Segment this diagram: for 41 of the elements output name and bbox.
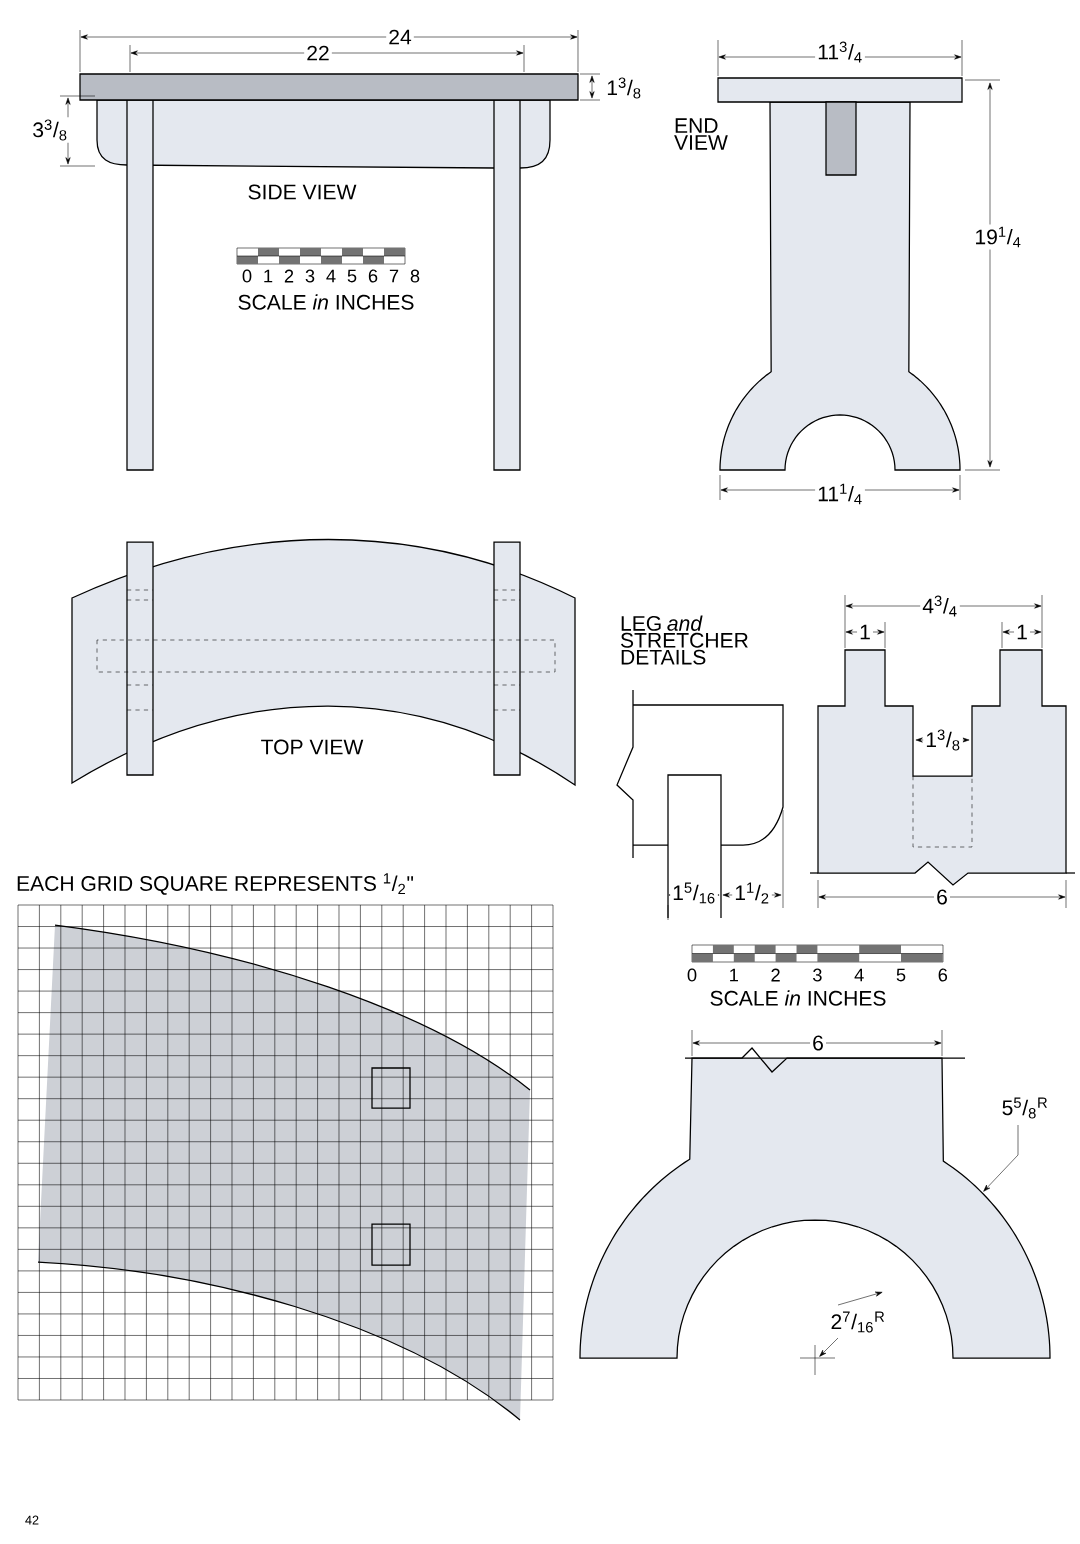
scale-number: 4 bbox=[326, 269, 336, 283]
scale-number: 6 bbox=[368, 269, 378, 283]
scale-number: 5 bbox=[347, 269, 357, 283]
scale-caption: SCALE in INCHES bbox=[710, 990, 886, 1006]
detail-title: LEG and STRETCHER DETAILS bbox=[620, 615, 748, 665]
view-title: TOP VIEW bbox=[261, 739, 364, 755]
scale-number: 1 bbox=[264, 269, 273, 283]
grid-note: EACH GRID SQUARE REPRESENTS $^{1}$/$_{2}$" bbox=[17, 873, 414, 895]
dimension-label: 1$^{3}$/$_{8}$ bbox=[923, 727, 963, 753]
scale-number: 3 bbox=[305, 269, 315, 283]
dimension-label: 1$^{3}$/$_{8}$ bbox=[604, 75, 644, 101]
view-title: SIDE VIEW bbox=[248, 184, 357, 200]
dimension-label: 1 bbox=[1014, 622, 1030, 642]
scale-number: 5 bbox=[896, 968, 906, 982]
scale-number: 0 bbox=[242, 269, 252, 283]
view-title: END VIEW bbox=[674, 118, 728, 150]
page-number: 42 bbox=[25, 1515, 39, 1525]
scale-caption: SCALE in INCHES bbox=[238, 294, 414, 310]
scale-number: 2 bbox=[771, 968, 780, 982]
radius-label: 5$^{5}$/$_{8}$R bbox=[999, 1095, 1051, 1121]
dimension-label: 22 bbox=[304, 43, 332, 63]
scale-number: 1 bbox=[730, 968, 738, 982]
scale-number: 7 bbox=[389, 269, 399, 283]
dimension-label: 6 bbox=[810, 1033, 826, 1053]
scale-number: 0 bbox=[687, 968, 697, 982]
dimension-label: 11$^{3}$/$_{4}$ bbox=[815, 39, 865, 65]
scale-number: 6 bbox=[938, 968, 948, 982]
dimension-label: 11$^{1}$/$_{4}$ bbox=[815, 481, 865, 507]
dimension-label: 19$^{1}$/$_{4}$ bbox=[972, 224, 1024, 250]
dimension-label: 4$^{3}$/$_{4}$ bbox=[920, 593, 960, 619]
dimension-label: 6 bbox=[934, 887, 950, 907]
dimension-label: 1 bbox=[857, 622, 873, 642]
scale-number: 4 bbox=[854, 968, 864, 982]
dimension-label: 1$^{5}$/$_{16}$ bbox=[670, 880, 718, 906]
scale-number: 8 bbox=[410, 269, 420, 283]
dimension-label: 1$^{1}$/$_{2}$ bbox=[732, 880, 772, 906]
radius-label: 2$^{7}$/$_{16}$R bbox=[828, 1309, 888, 1335]
scale-number: 2 bbox=[284, 269, 294, 283]
scale-number: 3 bbox=[813, 968, 822, 982]
dimension-label: 3$^{3}$/$_{8}$ bbox=[30, 117, 70, 143]
dimension-label: 24 bbox=[386, 27, 414, 47]
